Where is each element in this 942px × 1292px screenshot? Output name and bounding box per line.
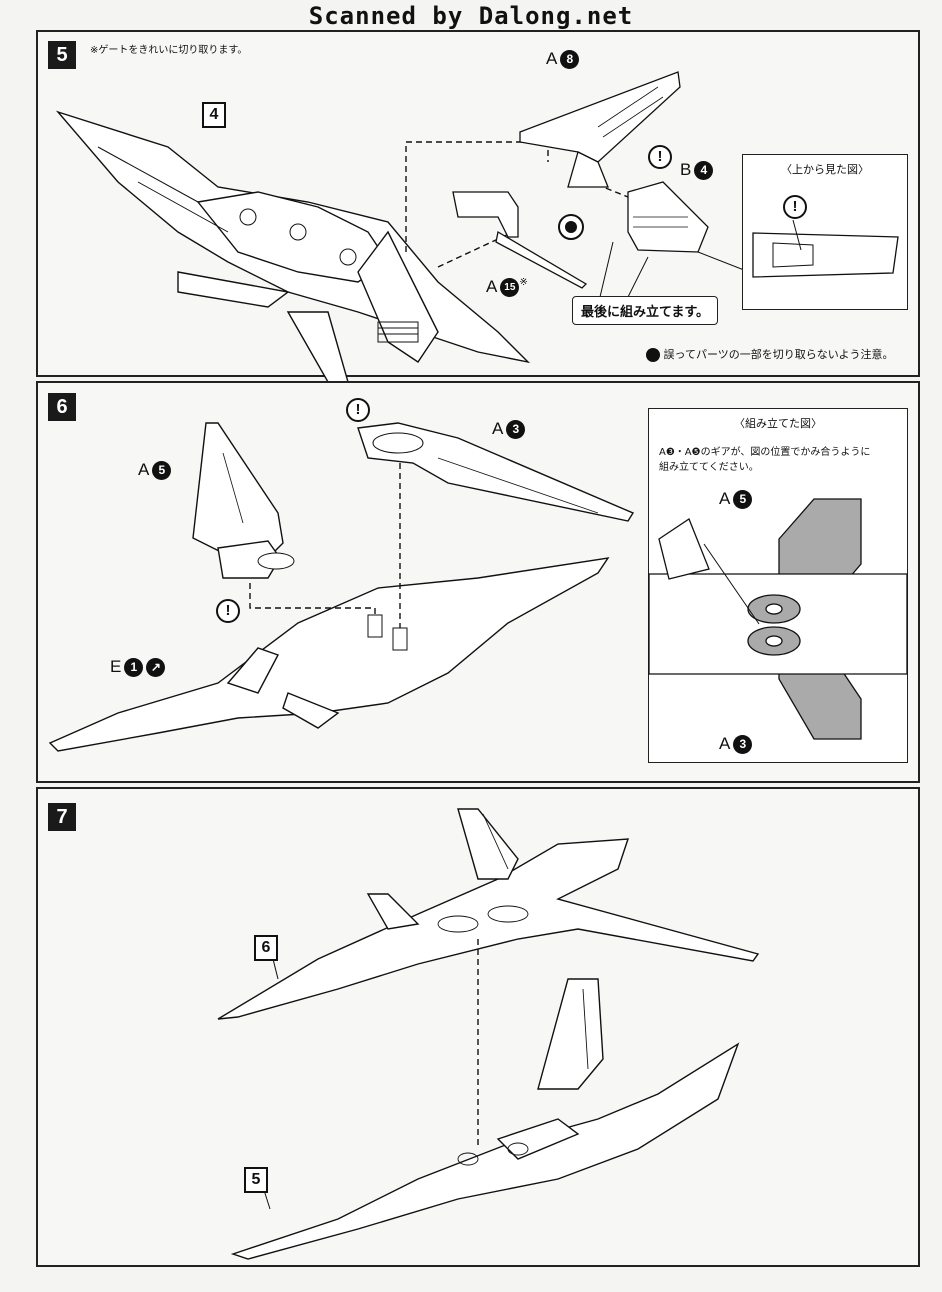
step-5-panel: 5 ※ゲートをきれいに切り取ります。 4 — [36, 30, 920, 383]
assembled-note-line1: A❸・A❺のギアが、図の位置でかみ合うように — [659, 447, 871, 458]
ref-assembly-5: 5 — [244, 1167, 268, 1193]
caution-icon — [646, 348, 660, 362]
watermark: Scanned by Dalong.net — [308, 2, 634, 30]
assemble-last-callout: 最後に組み立てます。 — [572, 296, 719, 325]
part-a15-number: 15 — [500, 278, 520, 298]
cement-icon: ↗ — [146, 658, 166, 678]
inset-a5-letter: A — [719, 489, 731, 508]
ref-part-4: 4 — [202, 102, 226, 128]
inset-a3-number: 3 — [733, 735, 753, 755]
part-a15-mark: ※ — [519, 277, 528, 288]
cut-warning-text: 誤ってパーツの一部を切り取らないよう注意。 — [663, 348, 894, 361]
part-a3-letter: A — [492, 419, 504, 438]
assembled-illustration — [648, 498, 908, 740]
caution-mark-topview: ! — [783, 195, 807, 219]
part-a5-number: 5 — [152, 461, 172, 481]
ref-assembly-6: 6 — [254, 935, 278, 961]
step-7-panel: 7 6 5 — [36, 787, 920, 1267]
part-e1-letter: E — [110, 657, 122, 676]
assembled-note-line2: 組み立ててください。 — [659, 462, 759, 473]
top-view-box: 〈上から見た図〉 ! — [742, 154, 908, 310]
caution-mark-b4: ! — [648, 145, 672, 169]
part-b4-number: 4 — [694, 161, 714, 181]
inset-a3-letter: A — [719, 734, 731, 753]
part-a3-number: 3 — [506, 420, 526, 440]
step5-guide-lines — [405, 71, 745, 298]
top-view-illustration — [752, 219, 899, 278]
part-a8-letter: A — [546, 49, 558, 68]
part-a15-letter: A — [486, 277, 498, 296]
caution-mark-a3: ! — [346, 398, 370, 422]
step7-illustration — [217, 808, 760, 1260]
part-a5-letter: A — [138, 460, 150, 479]
part-a8-number: 8 — [560, 50, 580, 70]
step-number: 5 — [48, 41, 76, 69]
top-view-title: 〈上から見た図〉 — [781, 163, 869, 176]
part-b4-letter: B — [680, 160, 692, 179]
step-number: 6 — [48, 393, 76, 421]
step6-illustration — [48, 422, 635, 752]
assembled-view-box: 〈組み立てた図〉 A❸・A❺のギアが、図の位置でかみ合うように 組み立ててくださ… — [648, 408, 908, 763]
step5-body-illustration — [55, 110, 531, 383]
part-e1-number: 1 — [124, 658, 144, 678]
inset-a5-number: 5 — [733, 490, 753, 510]
caution-mark-a5: ! — [216, 599, 240, 623]
gate-note: ※ゲートをきれいに切り取ります。 — [90, 45, 248, 56]
assembled-view-title: 〈組み立てた図〉 — [734, 417, 822, 430]
cut-warning: 誤ってパーツの一部を切り取らないよう注意。 — [646, 346, 894, 362]
step-number: 7 — [48, 803, 76, 831]
